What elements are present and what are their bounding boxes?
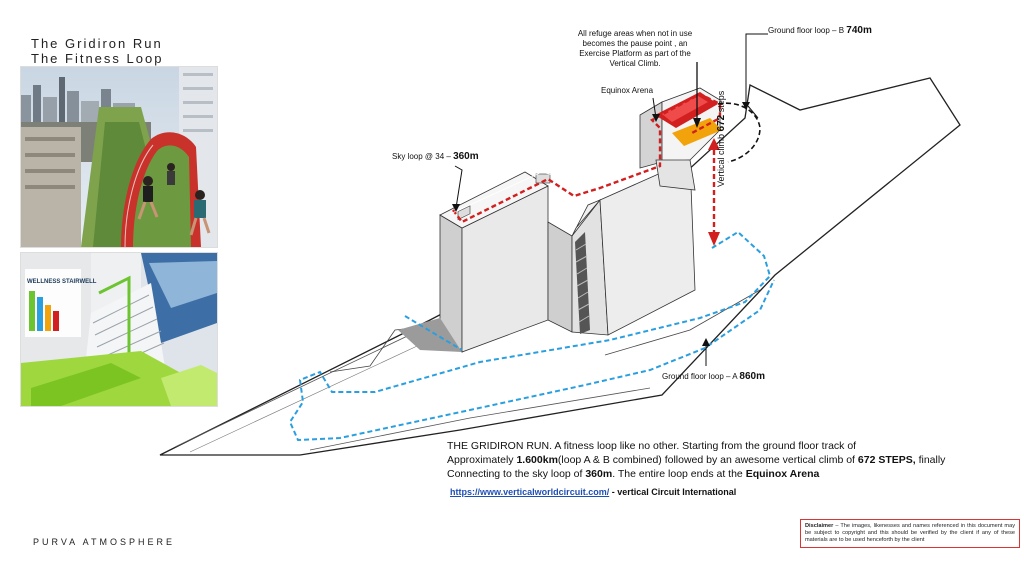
vertical-climb-unit: steps	[716, 91, 726, 113]
caption-text: (loop A & B combined) followed by an awe…	[558, 454, 858, 466]
source-link-suffix: - vertical Circuit International	[609, 487, 736, 497]
vertical-climb-label: Vertical climb 672 steps	[716, 91, 727, 187]
source-link[interactable]: https://www.verticalworldcircuit.com/	[450, 487, 609, 497]
sky-loop-text: Sky loop @ 34 –	[392, 152, 451, 161]
ground-loop-a-length: 860m	[739, 371, 765, 382]
vertical-climb-text: Vertical climb	[716, 134, 726, 187]
caption-steps: 672 STEPS,	[858, 454, 916, 466]
vertical-climb-steps: 672	[716, 115, 727, 132]
caption-arena: Equinox Arena	[746, 468, 820, 480]
refuge-note: All refuge areas when not in use becomes…	[568, 29, 702, 69]
ground-loop-b-text: Ground floor loop – B	[768, 26, 844, 35]
caption-line-1: THE GRIDIRON RUN. A fitness loop like no…	[447, 439, 987, 453]
brand-name: PURVA ATMOSPHERE	[33, 537, 175, 547]
disclaimer-text: – The images, likenesses and names refer…	[805, 523, 1015, 543]
caption-distance: 1.600km	[516, 454, 557, 466]
description-caption: THE GRIDIRON RUN. A fitness loop like no…	[447, 439, 987, 481]
equinox-arena-label: Equinox Arena	[601, 86, 653, 96]
ground-loop-a-text: Ground floor loop – A	[662, 372, 737, 381]
ground-loop-a-label: Ground floor loop – A 860m	[662, 372, 765, 382]
sky-loop-length: 360m	[453, 151, 479, 162]
source-link-row: https://www.verticalworldcircuit.com/ - …	[450, 487, 736, 497]
disclaimer-box: Disclaimer – The images, likenesses and …	[800, 519, 1020, 548]
caption-line-2: Approximately 1.600km(loop A & B combine…	[447, 453, 987, 467]
caption-text: finally	[916, 454, 946, 466]
caption-text: . The entire loop ends at the	[612, 468, 745, 480]
caption-text: Approximately	[447, 454, 516, 466]
caption-text: Connecting to the sky loop of	[447, 468, 585, 480]
caption-line-3: Connecting to the sky loop of 360m. The …	[447, 467, 987, 481]
ground-loop-b-label: Ground floor loop – B 740m	[768, 26, 872, 36]
disclaimer-heading: Disclaimer	[805, 523, 833, 529]
caption-sky-length: 360m	[585, 468, 612, 480]
sky-loop-label: Sky loop @ 34 – 360m	[392, 152, 479, 162]
ground-loop-b-length: 740m	[846, 25, 872, 36]
